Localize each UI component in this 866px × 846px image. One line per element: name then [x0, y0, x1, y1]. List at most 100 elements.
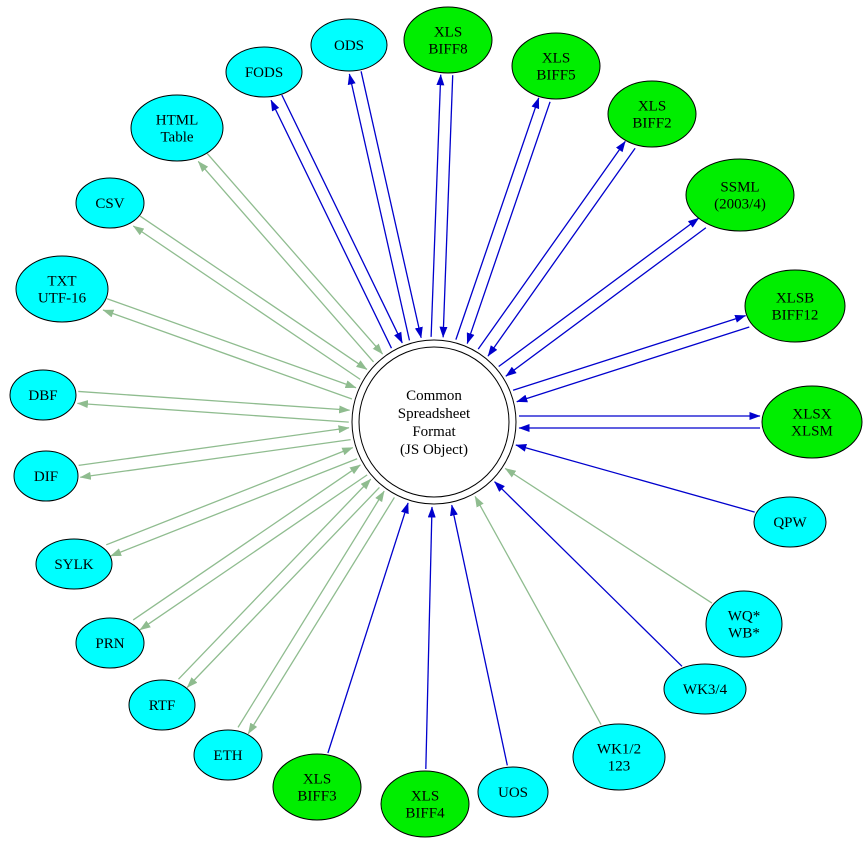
edge-xls-biff2-in	[487, 147, 636, 357]
node-ellipse-wk1-2-123	[572, 723, 666, 791]
edge-qpw-in	[515, 443, 755, 513]
node-label-xls-biff8: BIFF8	[428, 42, 467, 58]
node-ellipse-wk3-4	[663, 663, 747, 715]
node-ssml-2003-4: SSML(2003/4)	[685, 158, 795, 232]
edge-dif-in	[78, 425, 350, 467]
edge-xls-biff2-out	[477, 140, 626, 350]
node-label-qpw: QPW	[773, 515, 807, 531]
node-ellipse-fods	[225, 46, 303, 98]
node-uos: UOS	[477, 766, 549, 818]
edge-prn-in	[132, 464, 361, 621]
edge-xls-biff5-in	[466, 101, 551, 345]
edge-ssml-2003-4-out	[498, 217, 700, 368]
edge-xls-biff8-in	[439, 75, 454, 338]
node-ellipse-eth	[193, 729, 263, 781]
node-ellipse-rtf	[128, 679, 196, 731]
node-ellipse-qpw	[753, 496, 827, 548]
node-wk3-4: WK3/4	[663, 663, 747, 715]
edge-ssml-2003-4-in	[505, 227, 707, 377]
node-qpw: QPW	[753, 496, 827, 548]
node-ellipse-xls-biff3	[272, 753, 362, 821]
node-label-wk3-4: WK3/4	[683, 682, 728, 698]
edge-wk3-4-in	[494, 481, 683, 667]
edge-html-table-out	[197, 160, 375, 363]
edge-rtf-in	[178, 478, 372, 680]
node-ellipse-uos	[477, 766, 549, 818]
node-wq-wb: WQ*WB*	[705, 590, 783, 658]
center-label: Format	[412, 424, 456, 440]
node-ellipse-wq-wb	[705, 590, 783, 658]
node-ellipse-dif	[13, 450, 79, 502]
node-label-prn: PRN	[95, 636, 124, 652]
node-label-uos: UOS	[498, 785, 528, 801]
edge-eth-out	[247, 497, 395, 735]
center-label: (JS Object)	[400, 442, 468, 458]
node-label-xls-biff3: XLS	[303, 772, 331, 788]
node-ellipse-xls-biff8	[403, 6, 493, 74]
node-label-xlsx-xlsm: XLSM	[791, 424, 833, 440]
edge-csv-in	[139, 215, 368, 370]
node-label-xls-biff5: XLS	[542, 51, 570, 67]
edge-sylk-out	[110, 458, 358, 557]
node-label-ssml-2003-4: SSML	[720, 180, 759, 196]
node-label-xls-biff2: BIFF2	[632, 116, 671, 132]
node-ellipse-sylk	[35, 538, 113, 590]
node-label-xls-biff8: XLS	[434, 25, 462, 41]
edge-eth-in	[237, 490, 385, 728]
node-label-xls-biff4: XLS	[411, 789, 439, 805]
node-label-xls-biff5: BIFF5	[536, 68, 575, 84]
node-ellipse-dbf	[9, 369, 77, 421]
edge-xlsb-biff12-in	[516, 326, 750, 403]
center-inner-circle	[358, 346, 510, 498]
node-fods: FODS	[225, 46, 303, 98]
node-prn: PRN	[75, 617, 145, 669]
edge-xls-biff5-out	[455, 97, 540, 340]
node-label-xlsb-biff12: BIFF12	[772, 308, 819, 324]
edge-csv-out	[132, 225, 361, 380]
edge-ods-in	[360, 71, 423, 339]
edge-layer	[76, 71, 761, 770]
edge-txt-utf-16-out	[102, 309, 353, 400]
center-label: Common	[406, 388, 462, 404]
node-ellipse-html-table	[130, 94, 224, 162]
node-label-csv: CSV	[95, 196, 124, 212]
node-label-wk1-2-123: 123	[608, 759, 631, 775]
node-label-fods: FODS	[245, 65, 283, 81]
node-rtf: RTF	[128, 679, 196, 731]
node-label-dif: DIF	[34, 469, 58, 485]
center-label: Spreadsheet	[398, 406, 471, 422]
node-label-html-table: HTML	[156, 113, 199, 129]
node-label-sylk: SYLK	[54, 557, 93, 573]
edge-html-table-in	[206, 153, 384, 355]
edge-wk1-2-123-in	[474, 495, 602, 725]
edge-sylk-in	[106, 447, 354, 546]
node-ellipse-ssml-2003-4	[685, 158, 795, 232]
node-ellipse-xls-biff5	[511, 32, 601, 100]
node-label-wq-wb: WQ*	[728, 609, 761, 625]
node-dbf: DBF	[9, 369, 77, 421]
node-label-xls-biff3: BIFF3	[297, 789, 336, 805]
node-label-wk1-2-123: WK1/2	[597, 742, 641, 758]
node-ellipse-prn	[75, 617, 145, 669]
node-label-xls-biff2: XLS	[638, 99, 666, 115]
node-csv: CSV	[75, 177, 145, 229]
node-label-dbf: DBF	[28, 388, 57, 404]
edge-xls-biff4-in	[425, 506, 436, 770]
node-label-ssml-2003-4: (2003/4)	[714, 197, 766, 213]
edge-fods-out	[270, 99, 393, 349]
node-label-rtf: RTF	[149, 698, 176, 714]
node-ellipse-xls-biff4	[380, 770, 470, 838]
node-eth: ETH	[193, 729, 263, 781]
node-label-xlsb-biff12: XLSB	[776, 291, 814, 307]
node-label-html-table: Table	[160, 130, 193, 146]
